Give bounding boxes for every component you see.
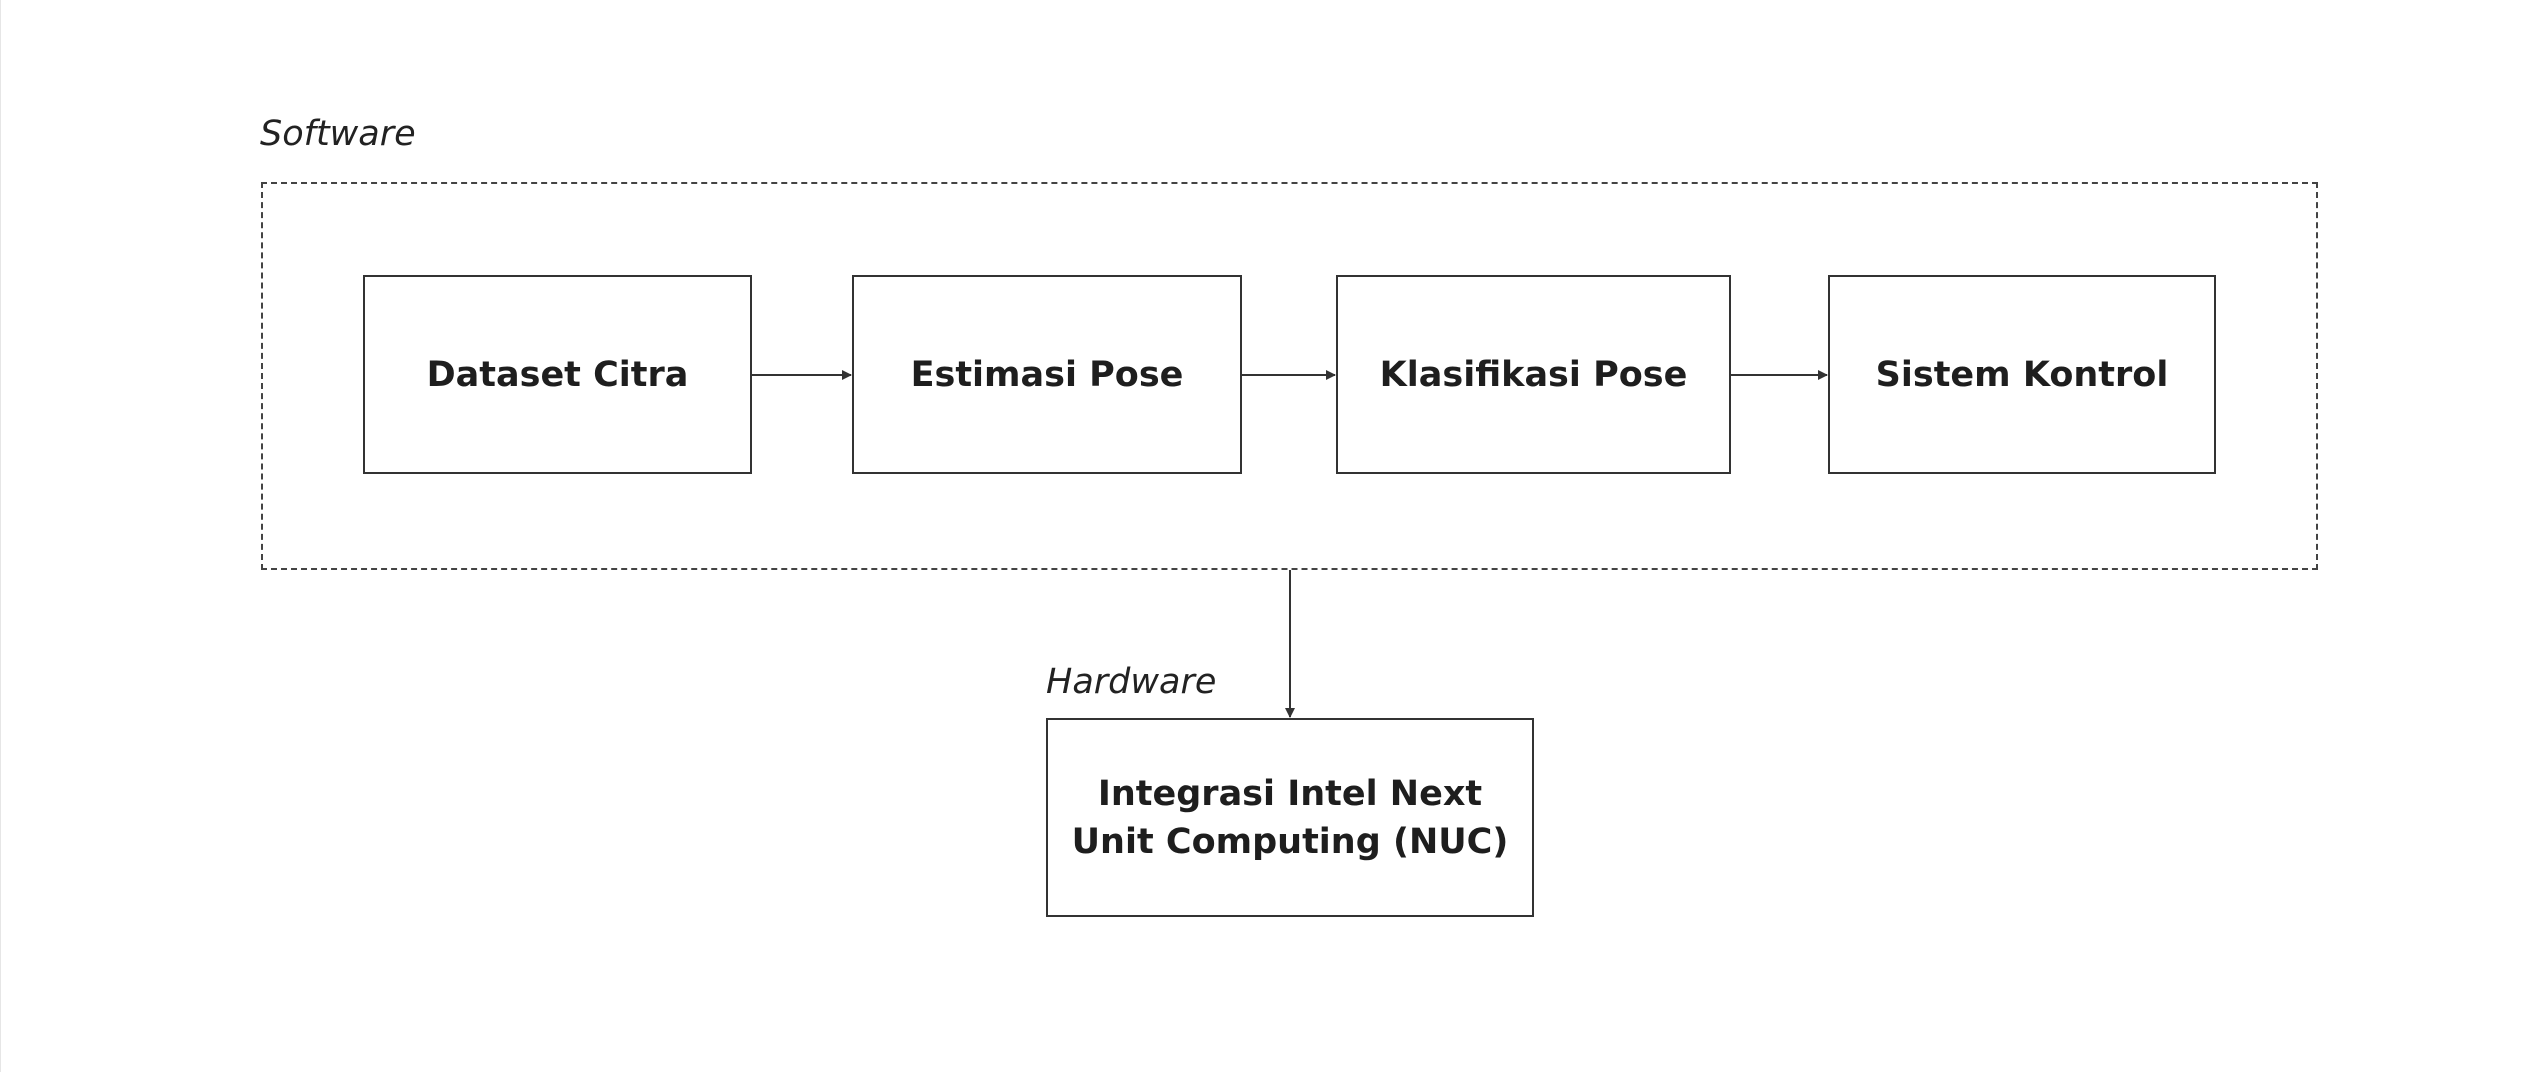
node-intel-nuc[interactable]: Integrasi Intel Next Unit Computing (NUC…: [1046, 718, 1534, 917]
canvas-edge: [0, 0, 1, 1072]
node-sistem-kontrol-label: Sistem Kontrol: [1875, 354, 2169, 395]
node-estimasi-pose[interactable]: Estimasi Pose: [852, 275, 1242, 474]
node-estimasi-pose-label: Estimasi Pose: [910, 354, 1184, 395]
software-group-boundary: [261, 182, 2318, 570]
node-sistem-kontrol[interactable]: Sistem Kontrol: [1828, 275, 2216, 474]
node-klasifikasi-pose[interactable]: Klasifikasi Pose: [1336, 275, 1731, 474]
software-group-label: Software: [260, 114, 416, 154]
node-intel-nuc-label: Integrasi Intel Next Unit Computing (NUC…: [1071, 773, 1509, 862]
node-klasifikasi-pose-label: Klasifikasi Pose: [1379, 354, 1688, 395]
node-dataset-citra[interactable]: Dataset Citra: [363, 275, 752, 474]
hardware-group-label: Hardware: [1046, 662, 1217, 702]
node-dataset-citra-label: Dataset Citra: [426, 354, 689, 395]
